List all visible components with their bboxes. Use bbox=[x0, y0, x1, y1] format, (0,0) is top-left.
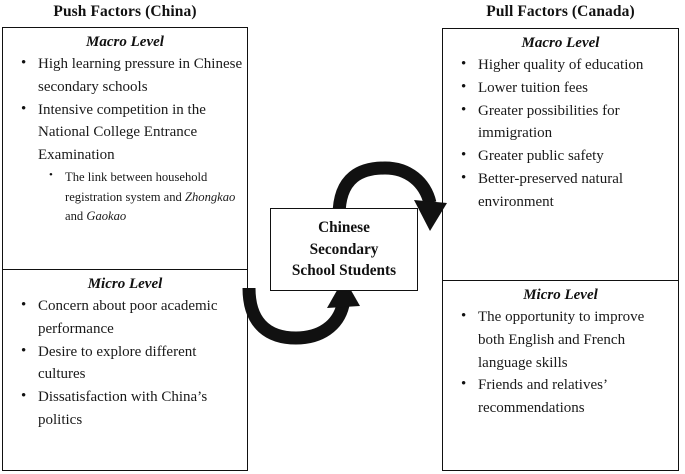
push-factors-header: Push Factors (China) bbox=[53, 3, 197, 20]
list-item: Concern about poor academic performance bbox=[7, 294, 243, 341]
pull-factors-box: Macro Level Higher quality of education … bbox=[442, 28, 679, 471]
list-item: High learning pressure in Chinese second… bbox=[7, 52, 243, 99]
center-box-line: Chinese bbox=[318, 218, 370, 236]
list-item: Lower tuition fees bbox=[447, 76, 674, 100]
sub-item-italic-zhongkao: Zhongkao bbox=[184, 189, 236, 204]
list-item: Intensive competition in the National Co… bbox=[7, 98, 243, 167]
push-factors-box: Macro Level High learning pressure in Ch… bbox=[2, 27, 248, 471]
list-item: Desire to explore different cultures bbox=[7, 340, 243, 387]
pull-micro-level-title: Micro Level bbox=[523, 287, 598, 303]
sub-item-middle: and bbox=[65, 209, 87, 224]
sub-item-prefix: The link between household registration … bbox=[65, 169, 208, 204]
list-item: Friends and relatives’ recommendations bbox=[447, 373, 674, 420]
push-micro-list: Concern about poor academic performance … bbox=[7, 294, 243, 432]
push-macro-list: High learning pressure in Chinese second… bbox=[7, 52, 243, 167]
center-box-line: School Students bbox=[291, 262, 397, 280]
push-macro-level-section: Macro Level High learning pressure in Ch… bbox=[3, 28, 247, 270]
center-box-chinese-secondary-school-students: Chinese Secondary School Students bbox=[270, 208, 418, 291]
list-item: Greater possibilities for immigration bbox=[447, 99, 674, 146]
pull-macro-level-section: Macro Level Higher quality of education … bbox=[443, 29, 678, 281]
push-macro-sublist: The link between household registration … bbox=[35, 167, 243, 227]
pull-micro-level-section: Micro Level The opportunity to improve b… bbox=[443, 281, 678, 420]
push-macro-level-title: Macro Level bbox=[86, 34, 164, 50]
pull-macro-level-title: Macro Level bbox=[521, 35, 600, 51]
list-item: The opportunity to improve both English … bbox=[447, 305, 674, 374]
list-item: Dissatisfaction with China’s politics bbox=[7, 385, 243, 432]
push-micro-level-section: Micro Level Concern about poor academic … bbox=[3, 270, 247, 432]
center-box-line: Secondary bbox=[309, 240, 379, 258]
push-micro-level-title: Micro Level bbox=[87, 276, 163, 292]
list-item: Better-preserved natural environment bbox=[447, 167, 674, 214]
sub-list-item: The link between household registration … bbox=[35, 167, 243, 227]
sub-item-italic-gaokao: Gaokao bbox=[86, 209, 127, 224]
push-macro-sublist-wrap: The link between household registration … bbox=[7, 167, 243, 227]
pull-micro-list: The opportunity to improve both English … bbox=[447, 305, 674, 420]
pull-macro-list: Higher quality of education Lower tuitio… bbox=[447, 53, 674, 214]
list-item: Greater public safety bbox=[447, 144, 674, 168]
list-item: Higher quality of education bbox=[447, 53, 674, 77]
pull-factors-header: Pull Factors (Canada) bbox=[486, 3, 635, 20]
